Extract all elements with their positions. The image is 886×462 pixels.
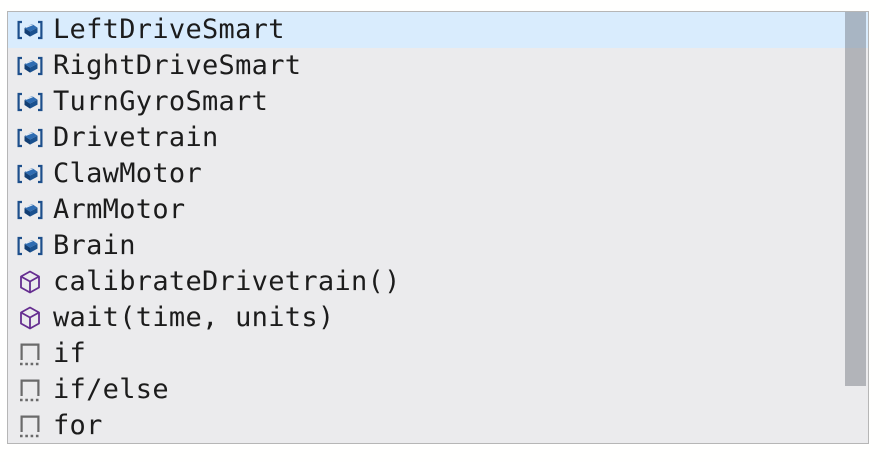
list-item[interactable]: Drivetrain (8, 120, 868, 156)
device-brick-icon (14, 159, 46, 189)
list-item-label: for (53, 410, 103, 441)
device-brick-icon (14, 195, 46, 225)
snippet-icon (14, 339, 46, 369)
list-item[interactable]: calibrateDrivetrain() (8, 264, 868, 300)
list-item-label: calibrateDrivetrain() (53, 266, 401, 297)
list-item[interactable]: if/else (8, 372, 868, 408)
device-brick-icon (14, 15, 46, 45)
list-item-label: ClawMotor (53, 158, 202, 189)
list-item[interactable]: if (8, 336, 868, 372)
list-item-label: wait(time, units) (53, 302, 335, 333)
autocomplete-suggest-widget: LeftDriveSmart RightDriveSmart (7, 11, 869, 444)
list-item[interactable]: wait(time, units) (8, 300, 868, 336)
list-item[interactable]: LeftDriveSmart (8, 12, 868, 48)
list-item-label: Brain (53, 230, 136, 261)
list-item-label: RightDriveSmart (53, 50, 302, 81)
completion-list: LeftDriveSmart RightDriveSmart (8, 12, 868, 443)
list-item-label: if (53, 338, 87, 369)
list-item-label: TurnGyroSmart (53, 86, 269, 117)
list-item-label: Drivetrain (53, 122, 219, 153)
device-brick-icon (14, 51, 46, 81)
list-item[interactable]: RightDriveSmart (8, 48, 868, 84)
list-item-label: ArmMotor (53, 194, 186, 225)
list-item[interactable]: ArmMotor (8, 192, 868, 228)
snippet-icon (14, 375, 46, 405)
list-item[interactable]: TurnGyroSmart (8, 84, 868, 120)
device-brick-icon (14, 87, 46, 117)
list-item[interactable]: for (8, 408, 868, 443)
function-cube-icon (14, 267, 46, 297)
list-item-label: if/else (53, 374, 169, 405)
device-brick-icon (14, 123, 46, 153)
list-item[interactable]: ClawMotor (8, 156, 868, 192)
function-cube-icon (14, 303, 46, 333)
list-item[interactable]: Brain (8, 228, 868, 264)
list-item-label: LeftDriveSmart (53, 14, 285, 45)
scrollbar-thumb[interactable] (845, 12, 866, 386)
snippet-icon (14, 411, 46, 441)
device-brick-icon (14, 231, 46, 261)
